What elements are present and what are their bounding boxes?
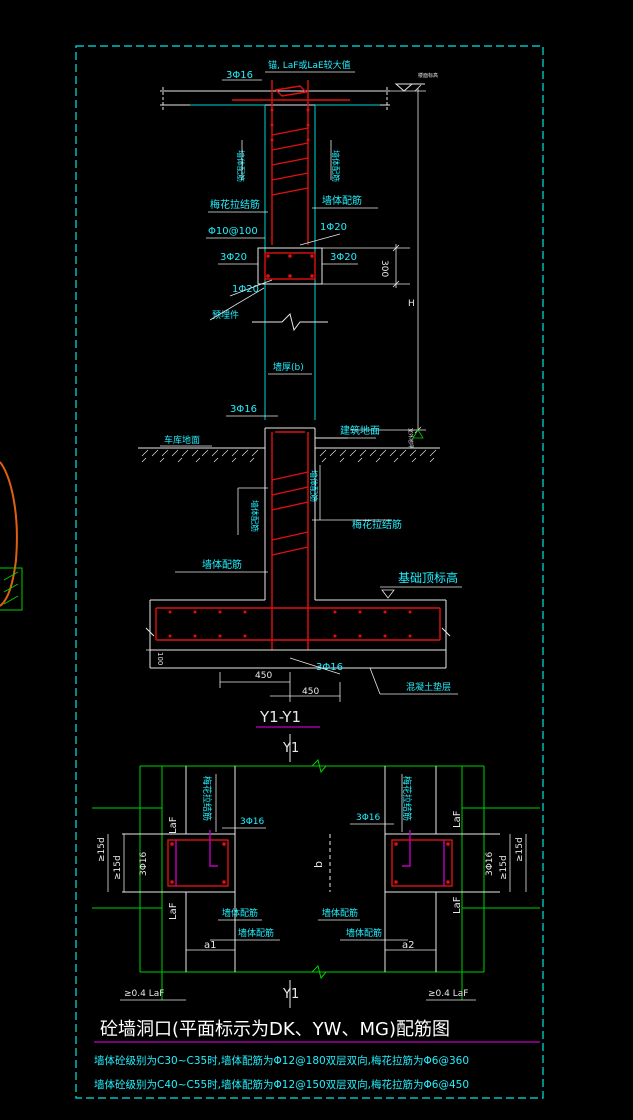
right-bar-label: 3Φ16 <box>356 813 381 823</box>
top-bar-label: 3Φ16 <box>226 70 253 81</box>
wall-rebar-lower-left-label: 墙体配筋 <box>250 500 260 532</box>
upper-rebar <box>232 80 350 245</box>
base-pad-label: 100 <box>156 652 164 665</box>
tie-lower-label: 梅花拉结筋 <box>352 518 402 531</box>
stirrup-label: Φ10@100 <box>208 226 258 237</box>
right-04laf-label: ≥0.4 LaF <box>428 989 468 999</box>
lower-rebar <box>271 431 309 650</box>
break-line <box>252 313 328 332</box>
lintel-side-left-label: 3Φ20 <box>220 252 247 263</box>
wall-rebar-base-label: 墙体配筋 <box>202 558 242 571</box>
wall-rebar-label-3: 墙体配筋 <box>322 907 358 919</box>
plan-green-grid <box>92 765 540 1000</box>
upper-rebar-dots <box>270 108 310 142</box>
height-dimensions <box>322 84 426 434</box>
dim-a1: a1 <box>204 940 217 951</box>
plan-rebar-dots <box>170 842 450 884</box>
drawing-footer: 砼墙洞口(平面标示为DK、YW、MG)配筋图 墙体砼级别为C30~C35时,墙体… <box>94 1019 540 1091</box>
wall-rebar-left-label: 墙体配筋 <box>236 150 246 182</box>
note-line-2: 墙体砼级别为C40~C55时,墙体配筋为Φ12@150双层双向,梅花拉筋为Φ6@… <box>94 1078 469 1091</box>
wall-rebar-lower-right-label: 墙体配筋 <box>309 470 319 502</box>
lintel-top-bar-label: 1Φ20 <box>320 222 347 233</box>
left-bar-label: 3Φ16 <box>240 817 265 827</box>
lower-wall <box>264 427 316 600</box>
tie-right-label: 墙体配筋 <box>322 194 362 207</box>
left-15d-b: ≥15d <box>113 855 123 880</box>
wall-rebar-label-4: 墙体配筋 <box>346 927 382 939</box>
plan-wall-outlines <box>122 766 500 972</box>
base-bar-label: 3Φ16 <box>316 662 343 673</box>
base-dimensions <box>219 672 341 702</box>
dim-450-a: 450 <box>255 671 272 681</box>
right-laf-bottom: LaF <box>452 896 463 914</box>
left-laf-top: LaF <box>168 816 179 834</box>
right-15d-a: ≥15d <box>499 855 509 880</box>
section-y1: 锚, LaF或LaE较大值 3Φ16 楼面标高 墙体配筋 墙体配筋 梅花拉结筋 … <box>138 59 462 728</box>
wall-rebar-right-label: 墙体配筋 <box>331 150 341 182</box>
foundation-top-label: 基础顶标高 <box>398 570 458 585</box>
lintel-rebar <box>264 252 316 280</box>
top-anchor-label: 锚, LaF或LaE较大值 <box>268 59 351 71</box>
tie-left-label: 梅花拉结筋 <box>210 198 260 211</box>
dim-h: H <box>408 299 415 309</box>
concrete-cushion-label: 混凝土垫层 <box>406 681 451 693</box>
right-15d-b: ≥15d <box>515 837 525 862</box>
cut-mark-bottom: Y1 <box>282 987 299 1002</box>
left-04laf-label: ≥0.4 LaF <box>124 989 164 999</box>
foundation-dots <box>168 610 412 638</box>
foundation-rebar <box>155 607 441 641</box>
left-15d-a: ≥15d <box>97 837 107 862</box>
foundation <box>145 599 451 669</box>
note-line-1: 墙体砼级别为C30~C35时,墙体配筋为Φ12@180双层双向,梅花拉筋为Φ6@… <box>94 1054 469 1067</box>
cut-mark-top: Y1 <box>282 741 299 756</box>
plan-rebar-right <box>391 839 453 887</box>
wall-rebar-label-2: 墙体配筋 <box>238 927 274 939</box>
plan-ties <box>175 830 445 886</box>
section-title: Y1-Y1 <box>259 708 301 726</box>
dim-300: 300 <box>379 260 389 277</box>
left-side-bar-label: 3Φ16 <box>139 851 149 876</box>
dim-b: b <box>312 861 325 868</box>
wall-rebar-label-1: 墙体配筋 <box>222 907 258 919</box>
right-tie-label: 梅花拉结筋 <box>401 776 413 821</box>
ground-hatch <box>141 449 437 463</box>
embed-label: 预埋件 <box>212 309 239 321</box>
lintel-bottom-bar-label: 1Φ20 <box>232 284 259 295</box>
plan-rebar-left <box>167 839 229 887</box>
floor-level-label: 楼面标高 <box>418 72 438 79</box>
dim-a2: a2 <box>402 940 415 951</box>
dim-450-b: 450 <box>302 687 319 697</box>
garage-floor-label: 车库地面 <box>164 434 200 446</box>
left-laf-bottom: LaF <box>168 902 179 920</box>
plan-view: Y1 Y1 <box>92 734 540 1008</box>
lintel-side-right-label: 3Φ20 <box>330 252 357 263</box>
drawing-frame <box>75 45 544 1099</box>
right-laf-top: LaF <box>452 810 463 828</box>
wall-thickness-label: 墙厚(b) <box>273 361 304 373</box>
lintel-block <box>257 247 323 285</box>
drawing-title: 砼墙洞口(平面标示为DK、YW、MG)配筋图 <box>100 1019 450 1040</box>
building-ground-label: 建筑地面 <box>340 424 380 437</box>
grade-label: 室外地坪 <box>407 428 414 448</box>
lower-bar-label: 3Φ16 <box>230 404 257 415</box>
right-side-bar-label: 3Φ16 <box>485 851 495 876</box>
left-tie-label: 梅花拉结筋 <box>201 776 213 821</box>
adjacent-detail-fragment <box>0 461 23 611</box>
